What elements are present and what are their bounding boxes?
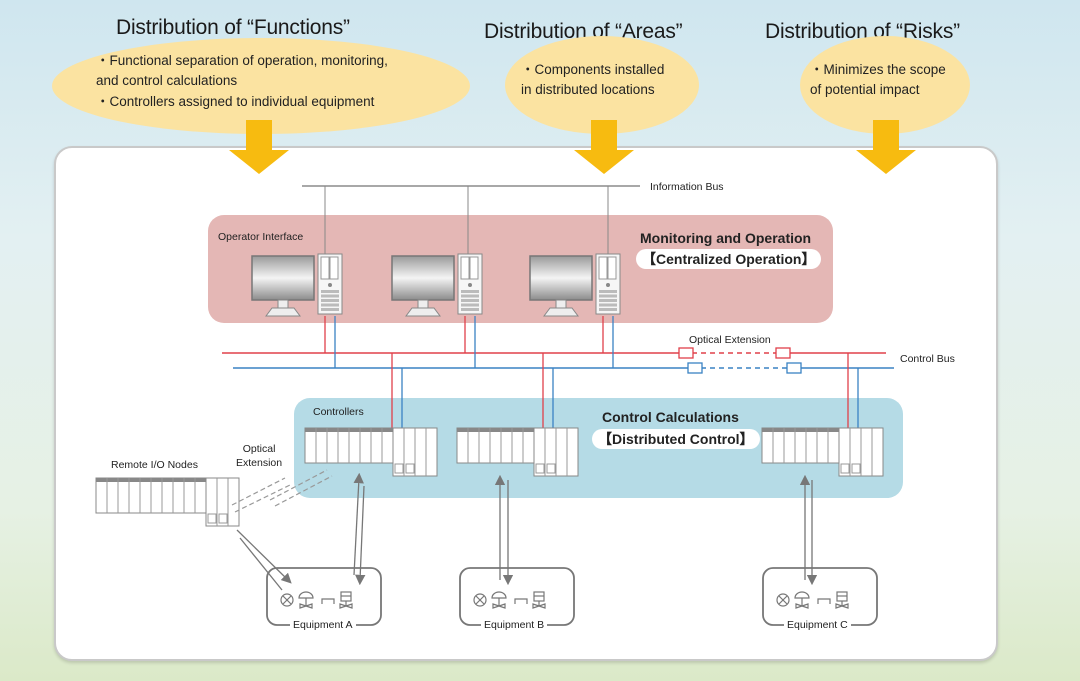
monitoring-zone	[208, 215, 833, 323]
optical-module	[786, 362, 802, 374]
control-title: Control Calculations	[602, 409, 739, 425]
valve-icon	[280, 591, 353, 609]
valve-icon	[473, 591, 546, 609]
optical-text: Optical	[242, 443, 276, 455]
valve-icon	[776, 591, 849, 609]
controllers-label: Controllers	[313, 406, 364, 418]
bullet: ・Components installed	[521, 62, 665, 77]
arrow-down-icon	[574, 120, 634, 176]
bullet: in distributed locations	[521, 82, 655, 97]
equipment-a-label: Equipment A	[290, 619, 356, 631]
monitoring-tag: 【Centralized Operation】	[636, 249, 822, 269]
bullet: and control calculations	[96, 73, 238, 88]
optical-module	[775, 347, 791, 359]
equipment-b-label: Equipment B	[481, 619, 548, 631]
controller-rack-icon	[95, 477, 240, 527]
controller-rack-icon	[304, 427, 438, 477]
workstation-icon	[391, 253, 483, 317]
extension-text: Extension	[236, 457, 283, 469]
bullet: ・Controllers assigned to individual equi…	[96, 94, 375, 109]
workstation-icon	[251, 253, 343, 317]
optical-extension-left-label: Optical Extension	[236, 442, 282, 470]
equipment-c-label: Equipment C	[784, 619, 851, 631]
control-bus-label: Control Bus	[900, 353, 955, 365]
bubble-functions: ・Functional separation of operation, mon…	[52, 38, 470, 134]
control-tag: 【Distributed Control】	[592, 429, 760, 449]
arrow-down-icon	[229, 120, 289, 176]
bubble-areas: ・Components installed in distributed loc…	[505, 36, 699, 134]
information-bus-label: Information Bus	[650, 181, 724, 193]
optical-module	[687, 362, 703, 374]
heading-functions: Distribution of “Functions”	[116, 16, 350, 39]
optical-extension-label: Optical Extension	[689, 334, 771, 346]
controller-rack-icon	[456, 427, 579, 477]
monitoring-title: Monitoring and Operation	[640, 230, 812, 246]
bullet: of potential impact	[810, 82, 920, 97]
remote-io-label: Remote I/O Nodes	[111, 459, 198, 471]
heading-risks: Distribution of “Risks”	[765, 20, 960, 43]
controller-rack-icon	[761, 427, 884, 477]
bubble-risks: ・Minimizes the scope of potential impact	[800, 36, 970, 134]
bullet: ・Minimizes the scope	[810, 62, 946, 77]
equipment-box	[762, 567, 878, 626]
heading-areas: Distribution of “Areas”	[484, 20, 683, 43]
operator-interface-label: Operator Interface	[218, 231, 304, 243]
workstation-icon	[529, 253, 621, 317]
optical-module	[678, 347, 694, 359]
bullet: ・Functional separation of operation, mon…	[96, 53, 388, 68]
equipment-box	[459, 567, 575, 626]
arrow-down-icon	[856, 120, 916, 176]
